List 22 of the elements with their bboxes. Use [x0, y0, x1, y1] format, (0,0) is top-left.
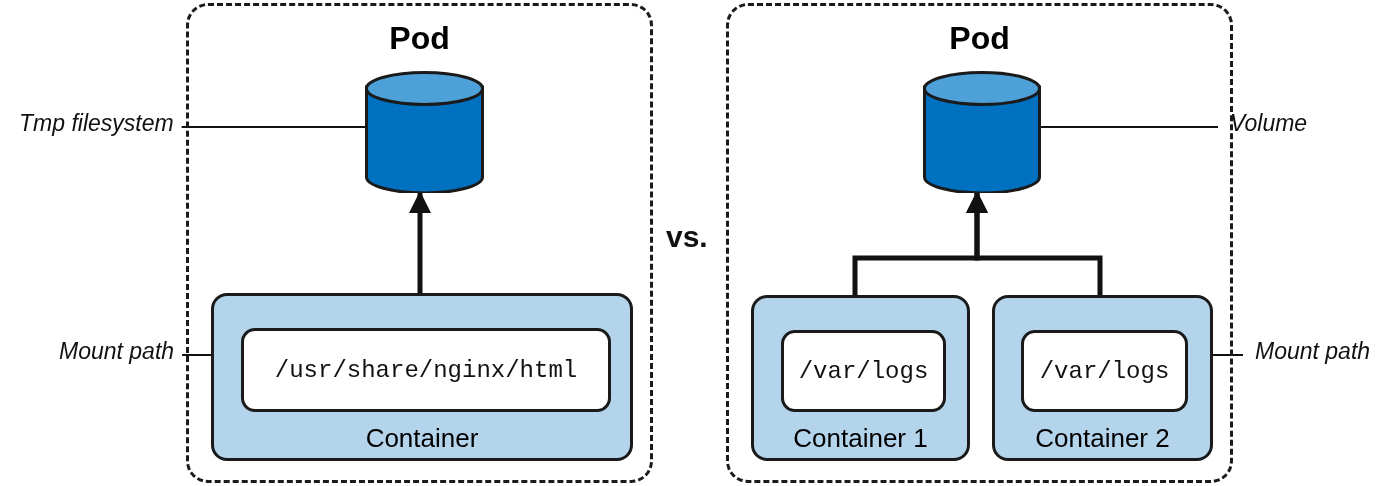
container-box	[211, 293, 633, 461]
volume-cylinder	[365, 71, 484, 193]
leader-line	[180, 126, 366, 128]
leader-line	[1040, 126, 1219, 128]
mount-path-box: /var/logs	[781, 330, 946, 412]
annotation-text: Mount path	[59, 338, 175, 365]
mount-path-box: /usr/share/nginx/html	[241, 328, 611, 412]
group-title: Pod	[389, 20, 450, 57]
pod-frame	[726, 3, 1233, 483]
mount-path-box: /var/logs	[1021, 330, 1188, 412]
annotation-text: Mount path	[1255, 338, 1371, 365]
pod-frame	[186, 3, 653, 483]
container-label: Container 2	[1035, 423, 1170, 454]
annotation-text: Volume	[1230, 110, 1308, 137]
container-box	[992, 295, 1213, 461]
container-label: Container	[365, 423, 479, 454]
container-label: Container 1	[793, 423, 928, 454]
annotation-text: Tmp filesystem	[19, 110, 174, 137]
comparison-text: vs.	[666, 220, 708, 254]
container-box	[751, 295, 970, 461]
group-title: Pod	[949, 20, 1010, 57]
volume-cylinder	[923, 71, 1041, 193]
